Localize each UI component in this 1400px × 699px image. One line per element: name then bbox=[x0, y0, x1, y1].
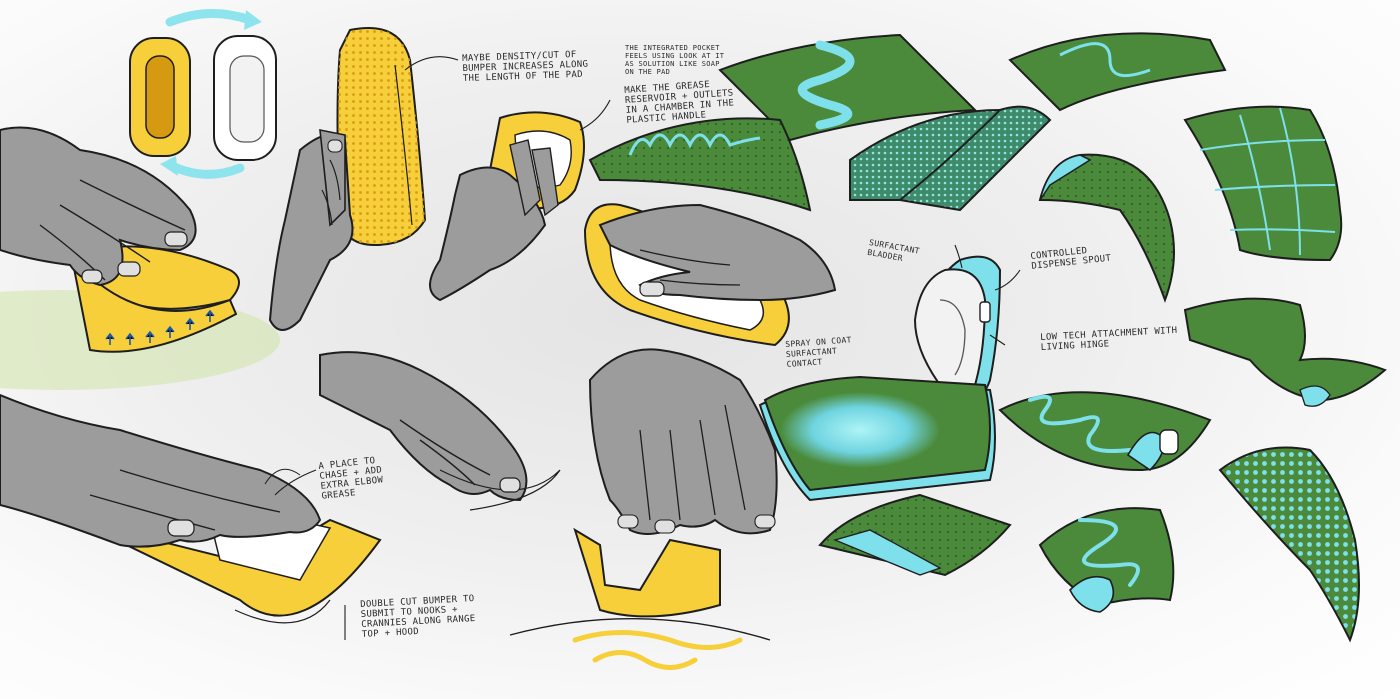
green-pad-flat-stripe bbox=[818, 493, 1012, 577]
note-double-bumper: Double cut bumper to submit to nooks + c… bbox=[360, 594, 476, 640]
green-pad-spotted bbox=[1218, 446, 1360, 643]
green-pad-grid bbox=[1183, 105, 1343, 262]
note-integrated-pocket: The integrated pocket feels using look a… bbox=[625, 44, 725, 76]
note-elbow-grease: A place to chase + add extra elbow greas… bbox=[318, 456, 384, 502]
green-pad-mesh-folded bbox=[849, 105, 1052, 212]
puck-rotation-sketch bbox=[129, 9, 277, 179]
green-pad-curled-right bbox=[1183, 297, 1387, 407]
hand-on-frame-bottom bbox=[509, 348, 778, 670]
green-pad-tube-end bbox=[1038, 507, 1175, 613]
hand-on-handle-top bbox=[429, 111, 585, 302]
hand-holding-sponge bbox=[268, 27, 427, 331]
green-pad-curved-2 bbox=[588, 117, 812, 212]
green-pad-arch bbox=[1038, 153, 1175, 303]
annotation-leader-lines bbox=[274, 56, 1021, 640]
note-spray-on-coat: Spray on coat surfactant contact bbox=[785, 335, 852, 369]
note-grease-chamber: Make the grease reservoir + outlets in a… bbox=[624, 80, 735, 126]
green-pad-curved-1 bbox=[718, 33, 978, 142]
green-pad-wave bbox=[1008, 32, 1227, 112]
green-pad-with-roller bbox=[998, 391, 1212, 472]
green-pad-glowing-tablet bbox=[758, 375, 996, 502]
hand-on-handle-middle bbox=[583, 203, 837, 347]
hand-with-pad-bottom-left bbox=[0, 393, 382, 624]
hand-with-bumper-top-left bbox=[0, 126, 280, 390]
hand-sweeping-center bbox=[319, 351, 561, 511]
surfactant-bladder-device bbox=[913, 255, 1002, 401]
note-bumper-density: Maybe density/cut of bumper increases al… bbox=[462, 50, 589, 84]
